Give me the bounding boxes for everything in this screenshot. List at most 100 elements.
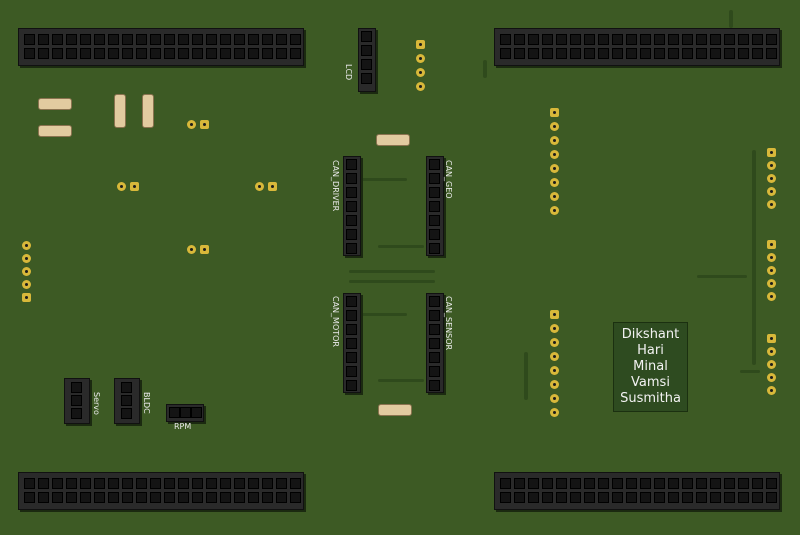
header-pin	[206, 48, 217, 59]
pad	[767, 174, 776, 183]
can-pin	[429, 173, 440, 184]
header-pin	[94, 478, 105, 489]
can-pin	[346, 324, 357, 335]
can-driver-label: CAN_DRIVER	[331, 160, 340, 212]
header-pin	[710, 48, 721, 59]
header-pin	[612, 478, 623, 489]
header-pin	[122, 34, 133, 45]
resistor	[38, 98, 72, 110]
header-pin	[710, 492, 721, 503]
pad	[767, 148, 776, 157]
header-pin	[24, 48, 35, 59]
header-pin	[500, 492, 511, 503]
trace	[349, 280, 435, 283]
header-pin	[38, 492, 49, 503]
resistor	[376, 134, 410, 146]
pad	[550, 380, 559, 389]
header-pin	[766, 34, 777, 45]
header-pin	[500, 478, 511, 489]
pad	[187, 245, 196, 254]
pad	[255, 182, 264, 191]
rpm-pin	[180, 407, 191, 418]
pad	[767, 373, 776, 382]
pad	[550, 394, 559, 403]
header-pin	[80, 478, 91, 489]
can-sensor-label: CAN_SENSOR	[444, 296, 453, 351]
can-pin	[346, 296, 357, 307]
header-pin	[738, 478, 749, 489]
header-pin	[640, 48, 651, 59]
header-pin	[248, 492, 259, 503]
header-pin	[94, 492, 105, 503]
header-pin	[556, 492, 567, 503]
header-pin	[206, 478, 217, 489]
pad	[187, 120, 196, 129]
pad	[550, 324, 559, 333]
header-pin	[654, 48, 665, 59]
header-pin	[80, 492, 91, 503]
header-pin	[738, 34, 749, 45]
pad	[268, 182, 277, 191]
pad	[416, 82, 425, 91]
can-pin	[429, 215, 440, 226]
header-pin	[290, 34, 301, 45]
pad	[550, 310, 559, 319]
header-pin	[528, 478, 539, 489]
header-pin	[612, 48, 623, 59]
header-pin	[122, 478, 133, 489]
header-pin	[24, 478, 35, 489]
rpm-pin	[191, 407, 202, 418]
header-pin	[668, 492, 679, 503]
pad	[550, 408, 559, 417]
header-pin	[514, 48, 525, 59]
header-pin	[164, 48, 175, 59]
header-pin	[570, 34, 581, 45]
trace	[361, 313, 407, 316]
pad	[550, 206, 559, 215]
pad	[550, 136, 559, 145]
can-pin	[346, 352, 357, 363]
header-pin	[500, 34, 511, 45]
can-pin	[346, 173, 357, 184]
header-pin	[80, 48, 91, 59]
trace	[483, 60, 487, 78]
pad	[767, 240, 776, 249]
trace	[361, 178, 407, 181]
header-pin	[710, 34, 721, 45]
pad	[200, 245, 209, 254]
header-pin	[248, 478, 259, 489]
header-pin	[290, 478, 301, 489]
servo-label: Servo	[92, 392, 101, 415]
header-pin	[556, 48, 567, 59]
header-pin	[752, 48, 763, 59]
can-pin	[429, 187, 440, 198]
header-pin	[766, 478, 777, 489]
header-pin	[724, 478, 735, 489]
header-pin	[108, 48, 119, 59]
pad	[767, 386, 776, 395]
header-pin	[220, 478, 231, 489]
pad	[117, 182, 126, 191]
header-pin	[654, 492, 665, 503]
header-pin	[654, 478, 665, 489]
header-pin	[206, 492, 217, 503]
header-pin	[192, 492, 203, 503]
can-pin	[346, 201, 357, 212]
pad	[550, 164, 559, 173]
header-pin	[696, 478, 707, 489]
header-pin	[514, 478, 525, 489]
servo-pin	[71, 408, 82, 419]
pad	[767, 200, 776, 209]
can-pin	[346, 159, 357, 170]
header-pin	[276, 478, 287, 489]
header-pin	[122, 48, 133, 59]
can-pin	[346, 229, 357, 240]
header-pin	[570, 478, 581, 489]
header-pin	[164, 34, 175, 45]
pad	[22, 280, 31, 289]
pad	[550, 366, 559, 375]
can-pin	[429, 229, 440, 240]
header-pin	[752, 478, 763, 489]
trace	[349, 270, 435, 273]
